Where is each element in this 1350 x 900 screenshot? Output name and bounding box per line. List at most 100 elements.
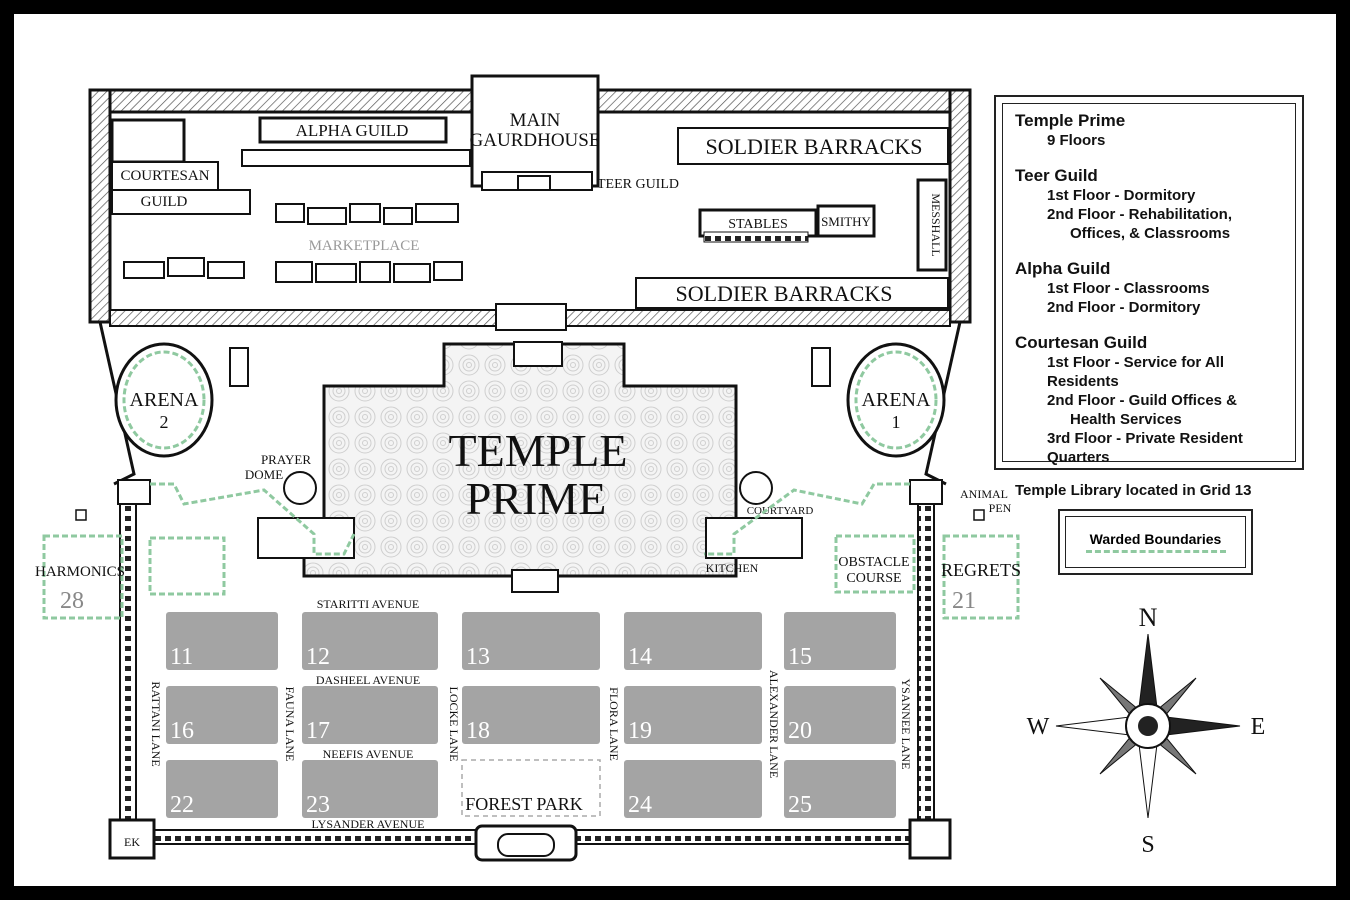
courtyard-label: COURTYARD [747, 505, 814, 517]
grid-blocks: 11 12 13 14 15 16 17 18 19 20 22 23 24 25 [166, 612, 896, 818]
arena1-label: ARENA [862, 389, 931, 411]
harmonics-label: HARMONICS [35, 564, 125, 580]
map-frame: MAIN GAURDHOUSE ALPHA GUILD SOLDIER BARR… [14, 14, 1336, 886]
grid-number-20: 20 [788, 718, 812, 744]
grid-block-15 [784, 612, 896, 670]
legend-line: 3rd Floor - Private Resident Quarters [1047, 430, 1243, 466]
grid-block-25 [784, 760, 896, 818]
legend-line: 1st Floor - Dormitory [1047, 187, 1196, 204]
prayer-label: PRAYER [261, 452, 311, 467]
grid-block-17 [302, 686, 438, 744]
grid-number-22: 22 [170, 792, 194, 818]
courtesan-guild-label: GUILD [141, 194, 188, 210]
messhall-label: MESSHALL [929, 193, 943, 256]
legend-section-title: Teer Guild [1015, 166, 1098, 185]
grid-number-11: 11 [170, 644, 193, 670]
grid-number-14: 14 [628, 644, 652, 670]
grid-block-22 [166, 760, 278, 818]
lysander-avenue: LYSANDER AVENUE [312, 817, 425, 831]
legend-line: 2nd Floor - Dormitory [1047, 299, 1201, 316]
grid-number-13: 13 [466, 644, 490, 670]
flora-lane: FLORA LANE [607, 687, 621, 761]
temple-prime: TEMPLE PRIME PRAYER DOME COURTYARD KITCH… [245, 341, 814, 593]
warded-legend-inner: Warded Boundaries [1065, 516, 1246, 568]
grid-number-12: 12 [306, 644, 330, 670]
temple-label-1: TEMPLE [449, 425, 628, 476]
guardhouse-label-2: GAURDHOUSE [470, 130, 601, 151]
warded-paths [42, 482, 1020, 620]
regrets-number: 21 [952, 588, 976, 614]
grid-number-17: 17 [306, 718, 330, 744]
soldier-barracks-bottom-label: SOLDIER BARRACKS [676, 281, 893, 306]
compass-rose: N S E W [1027, 603, 1266, 858]
grid-block-18 [462, 686, 600, 744]
regrets-label: REGRETS [941, 560, 1021, 580]
legend-section-title: Temple Prime [1015, 111, 1126, 130]
grid-number-16: 16 [170, 718, 194, 744]
fauna-lane: FAUNA LANE [283, 687, 297, 762]
compass-e: E [1251, 714, 1266, 740]
grid-block-11 [166, 612, 278, 670]
grid-number-19: 19 [628, 718, 652, 744]
stables-label: STABLES [728, 217, 788, 232]
legend-line: 9 Floors [1047, 132, 1106, 149]
maker-mark: EK [124, 835, 140, 849]
grid-number-25: 25 [788, 792, 812, 818]
legend-section: Teer Guild 1st Floor - Dormitory 2nd Floor… [1015, 165, 1283, 243]
dasheel-avenue: DASHEEL AVENUE [316, 673, 420, 687]
warded-line-sample [1085, 550, 1226, 553]
teer-guild-label: TEER GUILD [597, 177, 679, 192]
soldier-barracks-top-label: SOLDIER BARRACKS [706, 134, 923, 159]
alpha-guild-label: ALPHA GUILD [296, 121, 409, 140]
grid-block-23 [302, 760, 438, 818]
arena1-number: 1 [892, 412, 901, 432]
compass-n: N [1139, 603, 1158, 632]
marketplace-label: MARKETPLACE [309, 238, 420, 254]
courtesan-label: COURTESAN [120, 168, 209, 184]
street-labels: STARITTI AVENUE DASHEEL AVENUE NEEFIS AV… [149, 597, 913, 831]
locke-lane: LOCKE LANE [447, 687, 461, 762]
grid-block-12 [302, 612, 438, 670]
dome-label: DOME [245, 467, 283, 482]
compass-s: S [1141, 832, 1154, 858]
north-district: MAIN GAURDHOUSE ALPHA GUILD SOLDIER BARR… [110, 74, 949, 309]
course-label: COURSE [846, 571, 901, 586]
pen-label: PEN [989, 501, 1012, 515]
grid-block-20 [784, 686, 896, 744]
compass-w: W [1027, 714, 1050, 740]
grid-block-19 [624, 686, 762, 744]
neefis-avenue: NEEFIS AVENUE [323, 747, 414, 761]
grid-number-23: 23 [306, 792, 330, 818]
kitchen-label: KITCHEN [706, 561, 759, 575]
grid-number-15: 15 [788, 644, 812, 670]
warded-label: Warded Boundaries [1089, 531, 1222, 547]
smithy-label: SMITHY [821, 214, 871, 229]
legend-line: Offices, & Classrooms [1070, 225, 1231, 242]
grid-block-14 [624, 612, 762, 670]
guardhouse-label-1: MAIN [510, 110, 561, 131]
grid-number-18: 18 [466, 718, 490, 744]
grid-block-24 [624, 760, 762, 818]
warded-legend: Warded Boundaries [1058, 509, 1253, 575]
animal-label: ANIMAL [960, 487, 1008, 501]
alexander-lane: ALEXANDER LANE [767, 670, 781, 778]
temple-label-2: PRIME [466, 473, 607, 524]
legend-footer: Temple Library located in Grid 13 [1015, 482, 1252, 499]
arenas: ARENA 2 ARENA 1 [114, 342, 946, 458]
grid-block-16 [166, 686, 278, 744]
grid-block-13 [462, 612, 600, 670]
legend-section-title: Alpha Guild [1015, 259, 1111, 278]
harmonics-number: 28 [60, 588, 84, 614]
outer-walls [88, 88, 972, 862]
legend-section: Alpha Guild 1st Floor - Classrooms 2nd Flo… [1015, 258, 1283, 317]
rattani-lane: RATTANI LANE [149, 681, 163, 766]
forest-park-label: FOREST PARK [465, 794, 583, 814]
legend-line: 2nd Floor - Rehabilitation, [1047, 206, 1232, 223]
legend-line: 1st Floor - Service for All Residents [1047, 354, 1224, 390]
legend-line: 1st Floor - Classrooms [1047, 280, 1210, 297]
grid-number-24: 24 [628, 792, 652, 818]
staritti-avenue: STARITTI AVENUE [317, 597, 419, 611]
